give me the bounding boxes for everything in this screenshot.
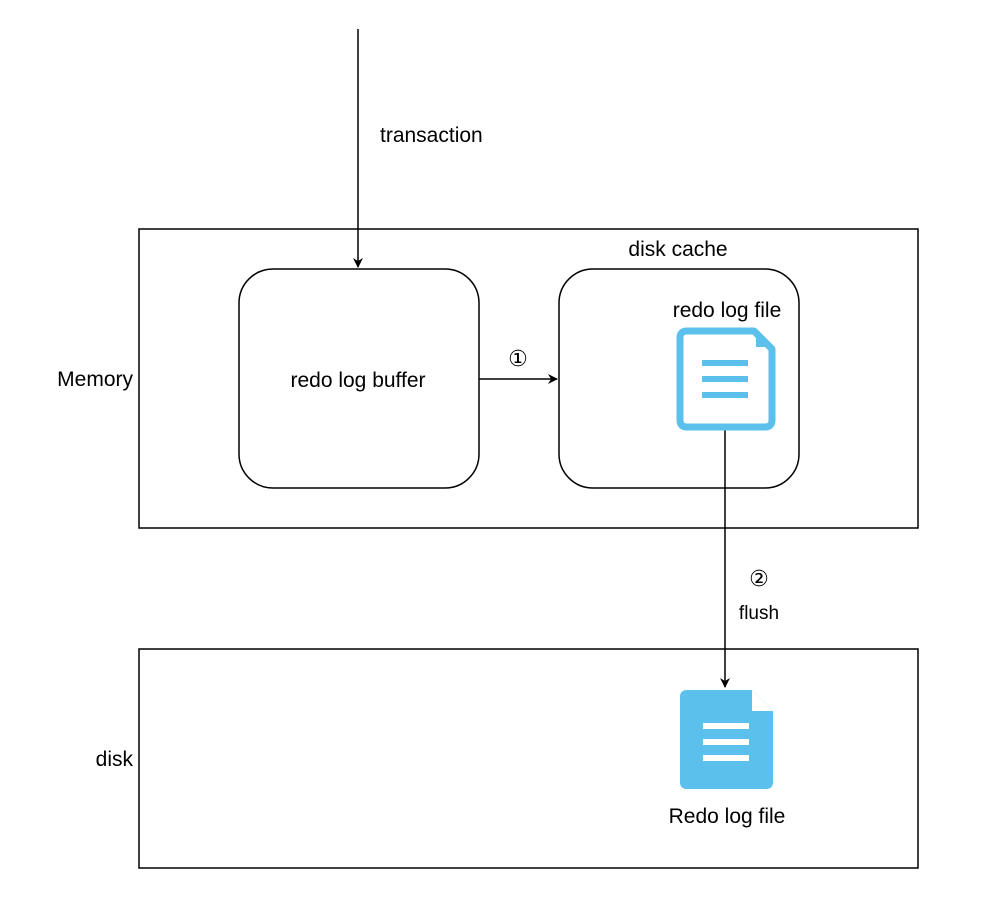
redo-log-file-disk-label: Redo log file <box>669 805 786 828</box>
disk-cache-box <box>558 268 800 489</box>
document-icon <box>680 690 773 789</box>
disk-label: disk <box>96 748 134 771</box>
memory-region <box>138 228 919 529</box>
memory-label: Memory <box>57 368 133 391</box>
redo-log-buffer-label: redo log buffer <box>290 369 425 392</box>
disk-cache-label: disk cache <box>628 238 727 261</box>
redo-log-file-cache-label: redo log file <box>673 299 782 322</box>
step-2-marker: ② <box>749 567 769 592</box>
transaction-label: transaction <box>380 124 483 147</box>
flush-label: flush <box>739 603 779 624</box>
step-1-marker: ① <box>508 347 528 372</box>
document-icon <box>676 327 776 431</box>
disk-region <box>138 648 919 869</box>
